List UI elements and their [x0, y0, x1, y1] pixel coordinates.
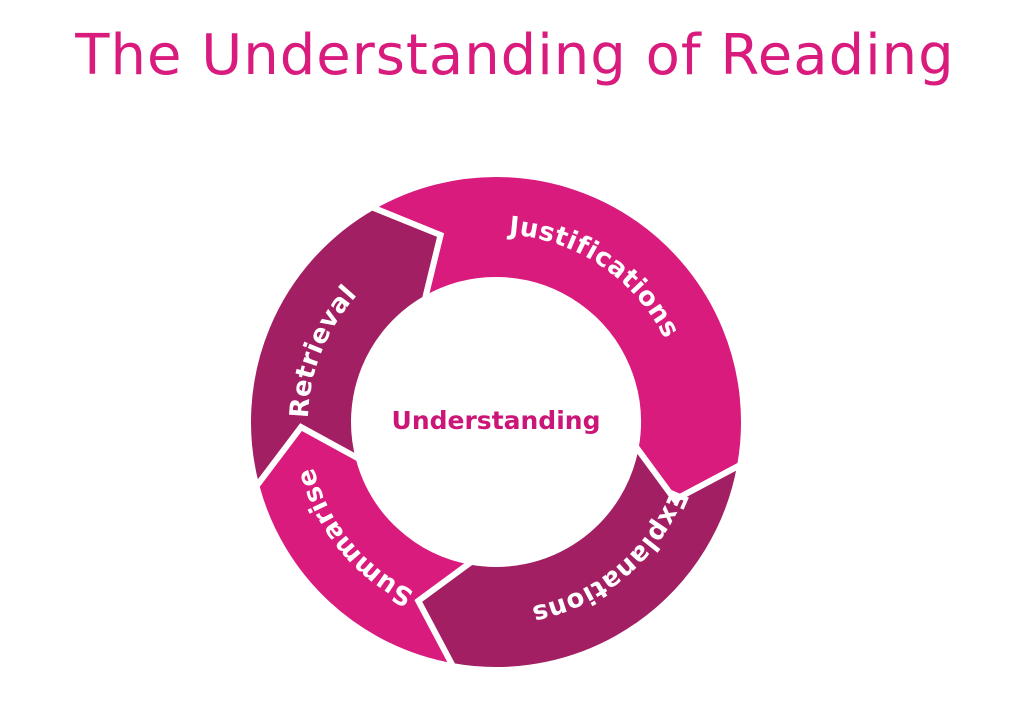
- center-label: Understanding: [392, 406, 601, 435]
- page-title: The Understanding of Reading: [75, 23, 955, 88]
- segment-explanations: [414, 439, 745, 673]
- cycle-segments: [245, 171, 747, 673]
- segment-justifications: [365, 171, 747, 504]
- segment-retrieval: [245, 203, 445, 493]
- segment-summarise: [253, 423, 479, 671]
